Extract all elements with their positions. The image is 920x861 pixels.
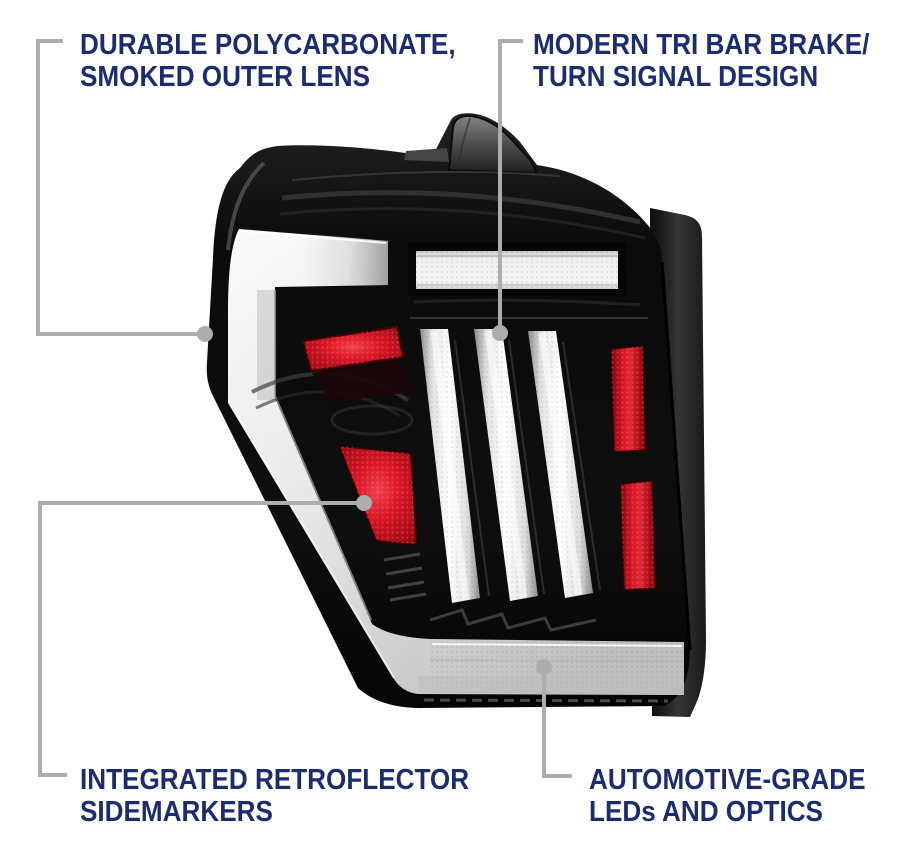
panel-divider <box>660 261 692 651</box>
step-gloss <box>429 608 597 632</box>
callout-line: INTEGRATED RETROFLECTOR <box>80 764 470 796</box>
callout-line: TURN SIGNAL DESIGN <box>533 61 819 93</box>
callout-line: LEDs AND OPTICS <box>589 796 823 828</box>
right-red-reflector-lower-texture <box>620 481 656 590</box>
bar-gap-gloss <box>508 339 545 595</box>
retroreflector-sidemarker-texture <box>339 446 417 545</box>
callout-line: SIDEMARKERS <box>80 796 273 828</box>
connector-top-right-dot <box>492 325 508 341</box>
connector-top-right-line <box>498 39 523 332</box>
bar-gap-gloss <box>454 339 490 597</box>
bar-highlight <box>430 330 470 601</box>
gloss-streak <box>279 207 646 240</box>
gloss-ring <box>330 404 414 436</box>
bar-highlight <box>484 330 528 599</box>
connector-bottom-left-line <box>38 501 364 777</box>
connector-top-left-dot <box>197 326 213 342</box>
reverse-strip-texture <box>416 251 618 289</box>
callout-line: MODERN TRI BAR BRAKE/ <box>533 29 870 61</box>
fin-shade-line <box>457 117 471 171</box>
callout-top-left: DURABLE POLYCARBONATE, SMOKED OUTER LENS <box>80 29 456 93</box>
right-red-reflector-upper-texture <box>611 346 646 452</box>
top-step <box>404 148 449 162</box>
connector-bottom-right-dot <box>536 659 552 675</box>
connector-lines <box>36 39 572 778</box>
lens-highlight <box>431 643 683 647</box>
callout-line: DURABLE POLYCARBONATE, <box>80 29 456 61</box>
outer-lens-tube <box>228 229 684 695</box>
callout-bottom-left: INTEGRATED RETROFLECTOR SIDEMARKERS <box>80 764 469 828</box>
red-shadow <box>312 360 416 402</box>
gloss-streak <box>413 298 641 307</box>
bar-gap-gloss <box>562 341 601 591</box>
upper-red-reflector-texture <box>303 327 403 371</box>
lens-highlight <box>274 290 372 621</box>
callout-bottom-right: AUTOMOTIVE-GRADE LEDs AND OPTICS <box>589 764 865 828</box>
connector-bottom-right-line <box>542 669 572 778</box>
callout-line: AUTOMOTIVE-GRADE <box>589 764 866 796</box>
bar-highlight <box>538 332 583 596</box>
rib-lines <box>383 552 427 602</box>
lens-tube-shade <box>257 290 275 400</box>
sparkle-dashes <box>423 698 669 703</box>
connector-top-left-line <box>36 39 200 336</box>
connector-bottom-left-dot <box>356 495 372 511</box>
callout-top-right: MODERN TRI BAR BRAKE/ TURN SIGNAL DESIGN <box>533 29 869 93</box>
lens-tube-fade <box>300 232 388 286</box>
lens-lower-shade <box>418 676 682 693</box>
mounting-fin <box>447 114 539 175</box>
lens-highlight <box>229 403 395 679</box>
lens-highlight <box>429 659 683 662</box>
gloss-streak <box>281 190 641 225</box>
callout-line: SMOKED OUTER LENS <box>80 61 371 93</box>
gloss-streak <box>226 161 266 251</box>
gloss-streak <box>291 170 561 181</box>
lens-highlight <box>239 230 387 244</box>
